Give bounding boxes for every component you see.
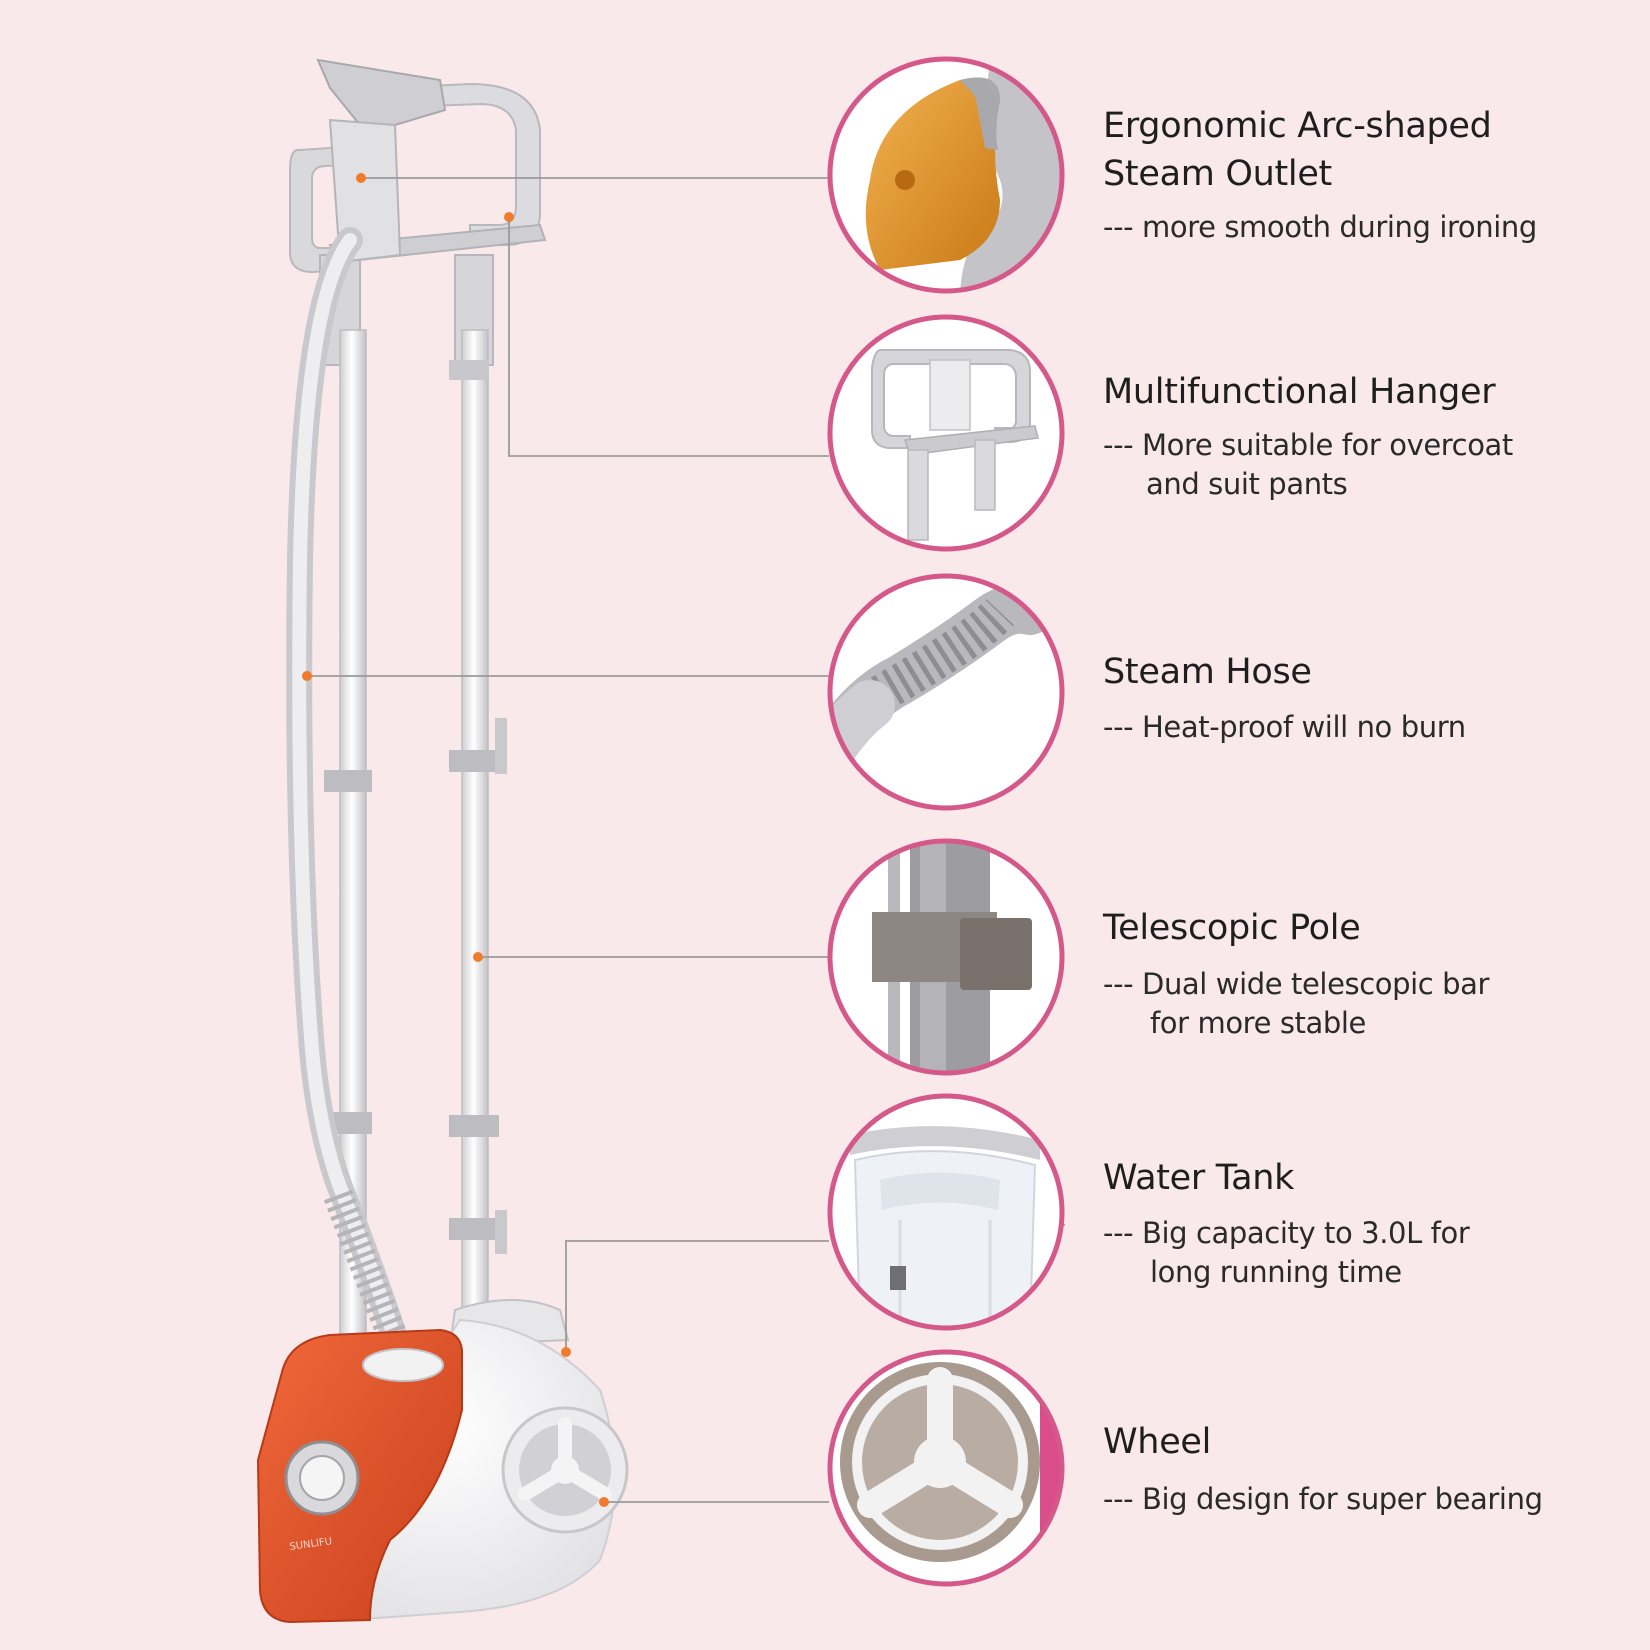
telescopic-poles: [324, 329, 507, 1371]
feature-title-wheel: Wheel: [1103, 1418, 1211, 1466]
feature-desc-hanger: --- More suitable for overcoat and suit …: [1103, 426, 1513, 504]
marker-dot: [473, 952, 483, 962]
feature-title-steam-outlet: Ergonomic Arc-shaped Steam Outlet: [1103, 102, 1492, 198]
feature-desc-line: --- more smooth during ironing: [1103, 210, 1537, 244]
steam-hose-icon: [827, 573, 1065, 811]
feature-title-hose: Steam Hose: [1103, 648, 1312, 696]
leader-line-tank: [565, 1240, 829, 1352]
hanger-icon: [827, 314, 1065, 552]
feature-title-hanger: Multifunctional Hanger: [1103, 368, 1496, 416]
feature-desc-line: long running time: [1150, 1255, 1402, 1289]
feature-desc-line: --- Heat-proof will no burn: [1103, 710, 1466, 744]
steamer-base: SUNLIFU: [256, 1299, 629, 1624]
feature-title-pole: Telescopic Pole: [1103, 904, 1361, 952]
feature-title-line: Multifunctional Hanger: [1103, 372, 1496, 412]
marker-dot: [504, 212, 514, 222]
feature-title-tank: Water Tank: [1103, 1154, 1294, 1202]
marker-dot: [561, 1347, 571, 1357]
feature-title-line: Ergonomic Arc-shaped: [1103, 106, 1492, 146]
marker-dot: [599, 1497, 609, 1507]
feature-desc-line: --- Big design for super bearing: [1103, 1482, 1543, 1516]
feature-desc-line: and suit pants: [1146, 467, 1348, 501]
steamer-product: SUNLIFU: [256, 58, 629, 1624]
feature-desc-line: --- Big capacity to 3.0L for: [1103, 1216, 1470, 1250]
feature-desc-line: --- More suitable for overcoat: [1103, 428, 1513, 462]
feature-desc-wheel: --- Big design for super bearing: [1103, 1480, 1543, 1519]
hanger-frame: [289, 58, 547, 366]
feature-desc-line: --- Dual wide telescopic bar: [1103, 967, 1490, 1001]
marker-dot: [302, 671, 312, 681]
marker-dot: [356, 173, 366, 183]
feature-desc-tank: --- Big capacity to 3.0L for long runnin…: [1103, 1214, 1470, 1292]
feature-desc-line: for more stable: [1150, 1006, 1366, 1040]
feature-desc-hose: --- Heat-proof will no burn: [1103, 708, 1466, 747]
water-tank-icon: [827, 1093, 1065, 1331]
steam-outlet-icon: [827, 56, 1065, 294]
leader-line-hanger: [508, 217, 829, 457]
telescopic-pole-icon: [827, 838, 1065, 1076]
feature-title-line: Telescopic Pole: [1103, 908, 1361, 948]
wheel-icon: [827, 1349, 1065, 1587]
feature-desc-pole: --- Dual wide telescopic bar for more st…: [1103, 965, 1489, 1043]
feature-desc-steam-outlet: --- more smooth during ironing: [1103, 208, 1537, 247]
feature-title-line: Steam Outlet: [1103, 154, 1332, 194]
feature-title-line: Wheel: [1103, 1422, 1212, 1462]
feature-title-line: Water Tank: [1103, 1158, 1295, 1198]
feature-title-line: Steam Hose: [1103, 652, 1312, 692]
